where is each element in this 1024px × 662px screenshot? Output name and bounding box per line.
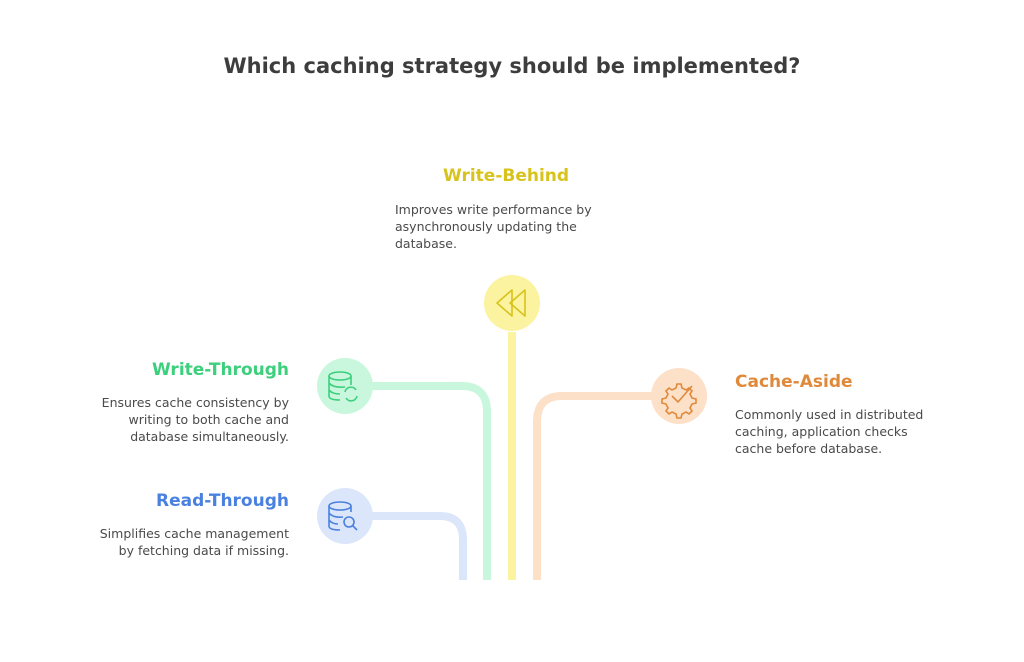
write-through-description: Ensures cache consistency by writing to …: [29, 394, 289, 445]
desc-line: Commonly used in distributed: [735, 407, 924, 422]
connector-cache-aside: [533, 392, 652, 580]
desc-line: Ensures cache consistency by: [101, 395, 289, 410]
write-behind-heading: Write-Behind: [443, 166, 570, 186]
database-sync-icon: [328, 371, 358, 402]
node-read-through: Read-Through Simplifies cache management…: [29, 491, 289, 559]
desc-line: writing to both cache and: [128, 412, 289, 427]
write-through-circle: [317, 358, 373, 414]
read-through-description: Simplifies cache management by fetching …: [29, 525, 289, 559]
cache-aside-description: Commonly used in distributed caching, ap…: [735, 406, 995, 457]
cache-aside-heading: Cache-Aside: [735, 372, 853, 392]
write-behind-description: Improves write performance by asynchrono…: [395, 201, 655, 252]
node-write-through: Write-Through Ensures cache consistency …: [29, 360, 289, 445]
connector-write-through: [372, 382, 491, 580]
desc-line: Simplifies cache management: [99, 526, 289, 541]
desc-line: Improves write performance by: [395, 202, 592, 217]
page-title: Which caching strategy should be impleme…: [223, 54, 801, 78]
database-search-icon: [328, 501, 358, 531]
desc-line: database.: [395, 236, 457, 251]
node-write-behind: Write-Behind Improves write performance …: [395, 166, 655, 252]
gear-check-icon: [661, 383, 697, 419]
desc-line: database simultaneously.: [130, 429, 289, 444]
cache-aside-circle: [651, 368, 707, 424]
rewind-icon: [496, 289, 526, 317]
desc-line: caching, application checks: [735, 424, 908, 439]
desc-line: asynchronously updating the: [395, 219, 577, 234]
desc-line: cache before database.: [735, 441, 883, 456]
connector-read-through: [372, 512, 467, 580]
node-cache-aside: Cache-Aside Commonly used in distributed…: [735, 372, 995, 457]
write-through-heading: Write-Through: [151, 360, 289, 380]
desc-line: by fetching data if missing.: [118, 543, 289, 558]
read-through-heading: Read-Through: [156, 491, 289, 511]
read-through-circle: [317, 488, 373, 544]
